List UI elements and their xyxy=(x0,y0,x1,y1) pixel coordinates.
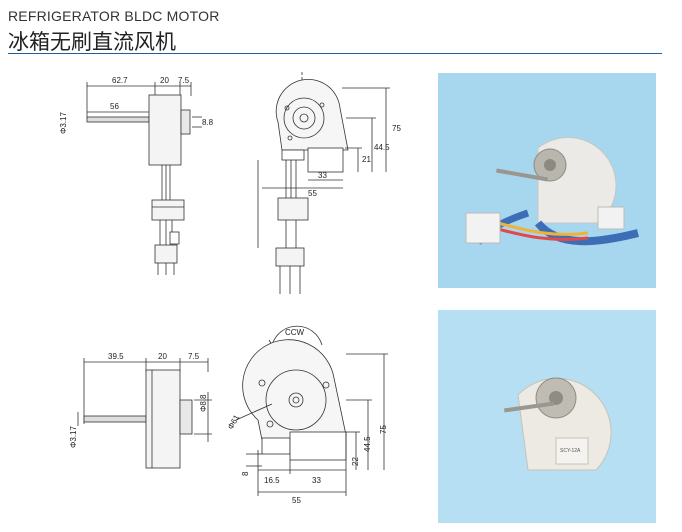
top-front-dims: 75 44.5 21 33 55 xyxy=(308,124,401,198)
dim-total: 62.7 xyxy=(112,76,128,85)
dim-shaft-dia: Φ3.17 xyxy=(69,425,78,448)
motor-front-image: SCY-12A xyxy=(503,377,612,471)
bottom-side-view xyxy=(77,358,212,469)
motor-photo-front: SCY-12A xyxy=(438,310,656,523)
dim-offset: 33 xyxy=(318,171,327,180)
bottom-side-dims: 39.5 20 7.5 Φ3.17 Φ8.8 xyxy=(69,352,208,448)
dim-hub: 8.8 xyxy=(202,118,214,127)
dim-flange: 7.5 xyxy=(188,352,200,361)
dim-width: 55 xyxy=(308,189,317,198)
dim-shaft-dia: Φ3.17 xyxy=(59,111,68,134)
dim-hole-dia: Φ61 xyxy=(226,413,242,431)
top-side-view xyxy=(86,82,202,275)
dim-height: 75 xyxy=(392,124,401,133)
photo-label: SCY-12A xyxy=(560,448,581,454)
top-front-view xyxy=(257,72,390,294)
dim-center: 44.5 xyxy=(363,436,372,452)
bottom-front-dims: CCW Φ61 75 44.5 22 8 16.5 33 55 xyxy=(226,328,388,505)
dim-total: 39.5 xyxy=(108,352,124,361)
dim-width: 55 xyxy=(292,496,301,505)
dim-left: 16.5 xyxy=(264,476,280,485)
dim-tab: 8 xyxy=(241,471,250,476)
page-title-cn: 冰箱无刷直流风机 xyxy=(8,30,176,54)
page-title-en: REFRIGERATOR BLDC MOTOR xyxy=(8,8,220,24)
dim-center: 44.5 xyxy=(374,143,390,152)
dim-shaft: 56 xyxy=(110,102,119,111)
top-side-dims: 62.7 20 7.5 56 8.8 Φ3.17 xyxy=(59,76,214,134)
dim-lower: 21 xyxy=(362,155,371,164)
title-divider xyxy=(8,53,662,54)
dim-height: 75 xyxy=(379,425,388,434)
dim-hub: Φ8.8 xyxy=(199,394,208,412)
rotation-label: CCW xyxy=(285,328,305,337)
dim-lower: 22 xyxy=(351,457,360,466)
motor-harness-image xyxy=(465,136,639,246)
dim-flange: 7.5 xyxy=(178,76,190,85)
dim-body: 20 xyxy=(158,352,167,361)
bottom-front-view xyxy=(235,325,388,496)
motor-photo-harness xyxy=(438,73,656,288)
dim-offset: 33 xyxy=(312,476,321,485)
dim-body: 20 xyxy=(160,76,169,85)
